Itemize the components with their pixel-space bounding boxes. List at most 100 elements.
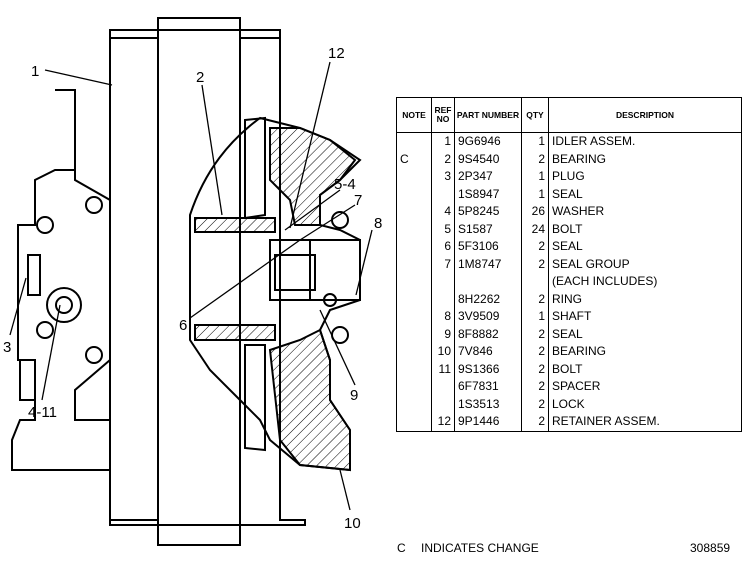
cell-qty: 2 bbox=[521, 290, 549, 308]
cell-desc: RING bbox=[548, 290, 742, 308]
cell-ref: 5 bbox=[431, 220, 455, 238]
cell-note bbox=[396, 273, 432, 291]
cell-qty: 26 bbox=[521, 203, 549, 221]
cell-desc: BEARING bbox=[548, 343, 742, 361]
cell-desc: RETAINER ASSEM. bbox=[548, 413, 742, 432]
cell-desc: SEAL GROUP bbox=[548, 255, 742, 273]
cell-part: S1587 bbox=[454, 220, 522, 238]
header-note: NOTE bbox=[396, 97, 432, 133]
cell-part bbox=[454, 273, 522, 291]
cell-part: 1M8747 bbox=[454, 255, 522, 273]
cell-ref: 7 bbox=[431, 255, 455, 273]
cell-desc: WASHER bbox=[548, 203, 742, 221]
cell-qty bbox=[521, 273, 549, 291]
cell-qty: 1 bbox=[521, 168, 549, 186]
cell-qty: 2 bbox=[521, 150, 549, 168]
cell-qty: 2 bbox=[521, 378, 549, 396]
cell-note bbox=[396, 132, 432, 151]
cell-ref bbox=[431, 378, 455, 396]
change-note-text: INDICATES CHANGE bbox=[421, 541, 539, 555]
cell-part: 5P8245 bbox=[454, 203, 522, 221]
figure-number: 308859 bbox=[690, 541, 731, 555]
callout-7: 7 bbox=[354, 192, 362, 209]
cell-desc: SEAL bbox=[548, 238, 742, 256]
callout-5-4: 5-4 bbox=[334, 176, 356, 193]
cell-part: 9S4540 bbox=[454, 150, 522, 168]
change-note-letter: C bbox=[397, 541, 406, 555]
callout-9: 9 bbox=[350, 387, 358, 404]
cell-ref bbox=[431, 185, 455, 203]
callout-2: 2 bbox=[196, 69, 204, 86]
cell-desc: IDLER ASSEM. bbox=[548, 132, 742, 151]
cell-ref: 2 bbox=[431, 150, 455, 168]
header-part-number: PART NUMBER bbox=[454, 97, 522, 133]
cell-part: 8H2262 bbox=[454, 290, 522, 308]
cell-note bbox=[396, 360, 432, 378]
cell-desc: PLUG bbox=[548, 168, 742, 186]
cell-part: 1S8947 bbox=[454, 185, 522, 203]
callout-4-11: 4-11 bbox=[28, 404, 57, 421]
parts-table: NOTE REF NO PART NUMBER QTY DESCRIPTION … bbox=[396, 97, 742, 432]
cell-qty: 1 bbox=[521, 308, 549, 326]
cell-desc: BOLT bbox=[548, 360, 742, 378]
header-description: DESCRIPTION bbox=[548, 97, 742, 133]
cell-desc: LOCK bbox=[548, 395, 742, 413]
table-row: (EACH INCLUDES) bbox=[396, 273, 742, 291]
cell-qty: 2 bbox=[521, 238, 549, 256]
cell-note bbox=[396, 185, 432, 203]
cell-note bbox=[396, 413, 432, 432]
cell-part: 2P347 bbox=[454, 168, 522, 186]
cell-qty: 2 bbox=[521, 395, 549, 413]
cell-ref bbox=[431, 273, 455, 291]
idler-wheel-rim bbox=[157, 17, 241, 546]
cell-qty: 1 bbox=[521, 132, 549, 151]
cell-part: 5F3106 bbox=[454, 238, 522, 256]
cell-ref: 11 bbox=[431, 360, 455, 378]
callout-12: 12 bbox=[328, 45, 345, 62]
cell-desc: SEAL bbox=[548, 325, 742, 343]
cell-ref: 4 bbox=[431, 203, 455, 221]
cell-note bbox=[396, 395, 432, 413]
frame-bracket bbox=[11, 89, 111, 471]
callout-1: 1 bbox=[31, 63, 39, 80]
cell-ref: 10 bbox=[431, 343, 455, 361]
idler-wheel-outline bbox=[109, 29, 306, 526]
shaft bbox=[269, 239, 361, 301]
cell-desc: SEAL bbox=[548, 185, 742, 203]
cell-part: 9S1366 bbox=[454, 360, 522, 378]
cell-qty: 2 bbox=[521, 360, 549, 378]
cell-desc: BOLT bbox=[548, 220, 742, 238]
cell-ref: 3 bbox=[431, 168, 455, 186]
cell-note bbox=[396, 255, 432, 273]
change-note: C INDICATES CHANGE bbox=[397, 541, 539, 555]
cell-part: 1S3513 bbox=[454, 395, 522, 413]
cell-note bbox=[396, 168, 432, 186]
cell-note bbox=[396, 203, 432, 221]
cell-ref: 9 bbox=[431, 325, 455, 343]
cell-part: 6F7831 bbox=[454, 378, 522, 396]
cell-part: 3V9509 bbox=[454, 308, 522, 326]
parts-table-header: NOTE REF NO PART NUMBER QTY DESCRIPTION bbox=[396, 97, 742, 133]
cell-note bbox=[396, 238, 432, 256]
cell-qty: 2 bbox=[521, 325, 549, 343]
callout-8: 8 bbox=[374, 215, 382, 232]
cell-note bbox=[396, 378, 432, 396]
cell-ref bbox=[431, 395, 455, 413]
cell-qty: 2 bbox=[521, 343, 549, 361]
cell-ref: 1 bbox=[431, 132, 455, 151]
cell-ref: 12 bbox=[431, 413, 455, 432]
cell-part: 9P1446 bbox=[454, 413, 522, 432]
